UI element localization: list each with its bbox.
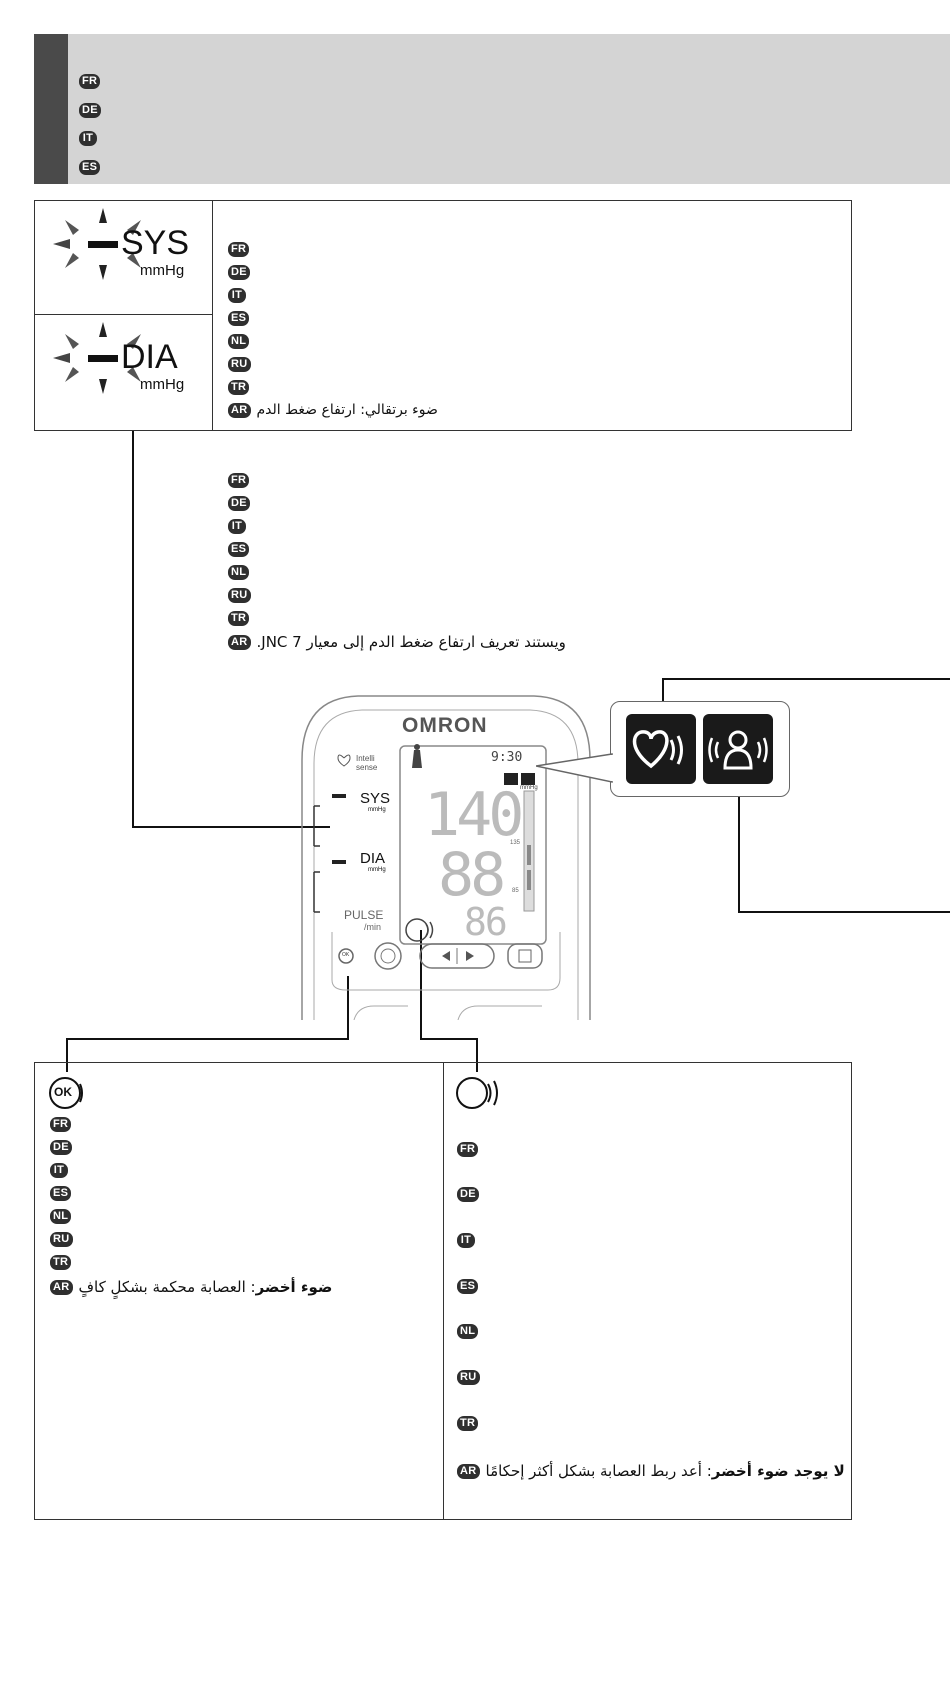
sys-unit: mmHg — [140, 262, 185, 279]
dia-unit: mmHg — [140, 376, 185, 393]
connector-ok-horizontal — [66, 1038, 349, 1040]
connector-ok-drop — [66, 1038, 68, 1072]
connector-wrap-drop — [476, 1038, 478, 1072]
indicator-ar-text: ضوء برتقالي: ارتفاع ضغط الدم — [256, 402, 438, 418]
connector-wrap-horizontal — [420, 1038, 478, 1040]
connector-sys-horizontal — [132, 826, 330, 828]
sys-label: SYS — [121, 224, 190, 262]
middle-ar-text: ويستند تعريف ارتفاع ضغط الدم إلى معيار J… — [256, 633, 566, 651]
lang-badge-es: ES — [228, 311, 250, 326]
device-pulse-unit: /min — [364, 922, 382, 932]
lang-badge-nl: NL — [50, 1209, 72, 1224]
intellisense-top: Intelli — [356, 754, 375, 763]
lang-badge-tr: TR — [228, 380, 250, 395]
lang-badge-tr: TR — [50, 1255, 72, 1270]
device-time: 9:30 — [491, 750, 523, 765]
lang-badge-ru: RU — [228, 357, 251, 372]
connector-sys-vertical — [132, 431, 134, 828]
lang-badge-fr: FR — [50, 1117, 72, 1132]
lang-badge-fr: FR — [457, 1142, 479, 1157]
indicator-row-divider — [34, 314, 212, 316]
device-systolic: 140 — [424, 780, 524, 850]
wrap-ar-bold: لا يوجد ضوء أخضر — [711, 1462, 845, 1480]
ok-ar-text: : العصابة محكمة بشكلٍ كافٍ — [78, 1278, 256, 1296]
lang-badge-ar: AR — [228, 402, 251, 418]
lang-badge-tr: TR — [228, 611, 250, 626]
connector-ok-vertical — [347, 976, 349, 1040]
lang-badge-ar: AR — [457, 1463, 480, 1479]
device-scale-low: 85 — [512, 888, 519, 894]
lang-badge-es: ES — [457, 1279, 479, 1294]
device-brand: OMRON — [402, 714, 488, 737]
device-illustration: OMRON Intelli sense 9:30 mmHg SYS mmHg D… — [298, 690, 594, 1020]
indicator-box-divider — [212, 200, 214, 431]
ok-icon-label: OK — [54, 1085, 72, 1099]
sys-flash-indicator: SYS mmHg — [48, 206, 208, 306]
lang-badge-nl: NL — [228, 565, 250, 580]
callout-pointer — [536, 753, 614, 783]
lang-badge-it: IT — [228, 519, 246, 534]
lang-badge-ar: AR — [228, 634, 251, 650]
connector-heart-vertical — [662, 678, 664, 718]
lang-badge-it: IT — [457, 1233, 475, 1248]
lang-badge-it: IT — [228, 288, 246, 303]
lang-badge-it: IT — [50, 1163, 68, 1178]
device-scale-high: 135 — [510, 840, 521, 846]
lang-badge-fr: FR — [228, 473, 250, 488]
wrap-ar-text: : أعد ربط العصابة بشكل أكثر إحكامًا — [485, 1462, 712, 1480]
connector-cuff-vertical — [738, 780, 740, 913]
device-pulse-label: PULSE — [344, 908, 384, 922]
heart-wave-icon[interactable] — [626, 714, 696, 784]
connector-heart-horizontal — [662, 678, 950, 680]
indicator-box — [34, 200, 852, 431]
intellisense-bottom: sense — [356, 763, 378, 772]
device-ok-label: OK — [342, 952, 350, 958]
lang-badge-de: DE — [228, 496, 250, 511]
lang-badge-ru: RU — [228, 588, 251, 603]
device-pulse: 86 — [464, 900, 508, 944]
lang-badge-es: ES — [50, 1186, 72, 1201]
lang-badge-es: ES — [228, 542, 250, 557]
lang-badge-ru: RU — [457, 1370, 480, 1385]
lang-badge-de: DE — [228, 265, 250, 280]
connector-wrap-vertical — [420, 930, 422, 1040]
device-diastolic: 88 — [438, 840, 506, 910]
lang-badge-ru: RU — [50, 1232, 73, 1247]
ok-icon: OK — [48, 1074, 86, 1112]
lang-badge-de: DE — [50, 1140, 72, 1155]
header-tab — [34, 34, 68, 184]
device-outline — [301, 695, 591, 1020]
cuff-wrap-guide-icon — [454, 1074, 504, 1114]
lang-badge-nl: NL — [457, 1324, 479, 1339]
device-dia-unit: mmHg — [368, 867, 386, 873]
device-dia-label: DIA — [360, 850, 386, 867]
flash-rays-icon — [53, 208, 141, 280]
bottom-box-divider — [443, 1062, 445, 1520]
flash-rays-icon — [53, 322, 141, 394]
cuff-wrap-icon[interactable] — [703, 714, 773, 784]
ok-ar-bold: ضوء أخضر — [255, 1278, 333, 1296]
lang-badge-de: DE — [79, 103, 101, 118]
lang-badge-fr: FR — [79, 74, 101, 89]
dia-label: DIA — [121, 338, 178, 376]
lang-badge-es: ES — [79, 160, 101, 175]
header-band — [34, 34, 950, 184]
device-sys-label: SYS — [360, 790, 391, 807]
lang-badge-nl: NL — [228, 334, 250, 349]
dia-flash-indicator: DIA mmHg — [48, 320, 208, 420]
lang-badge-ar: AR — [50, 1279, 73, 1295]
device-unit: mmHg — [520, 785, 538, 791]
connector-cuff-horizontal — [738, 911, 950, 913]
lang-badge-fr: FR — [228, 242, 250, 257]
lang-badge-tr: TR — [457, 1416, 479, 1431]
device-sys-unit: mmHg — [368, 807, 386, 813]
lang-badge-it: IT — [79, 131, 97, 146]
lang-badge-de: DE — [457, 1187, 479, 1202]
